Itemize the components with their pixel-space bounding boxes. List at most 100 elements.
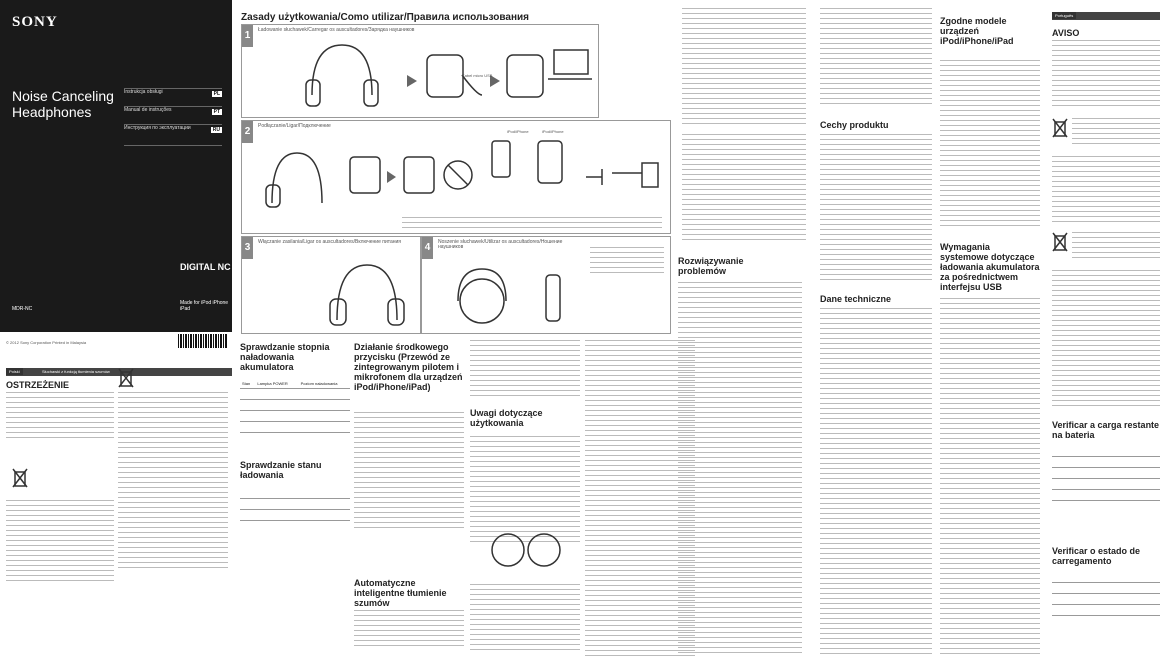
folded-headphones-icon <box>491 533 561 567</box>
arrow-icon <box>407 75 417 87</box>
headphones-icon <box>336 264 398 321</box>
table-row <box>1052 582 1160 594</box>
step-number: 1 <box>242 25 253 47</box>
warning-title: OSTRZEŻENIE <box>6 380 70 390</box>
portuguese-header: Português <box>1052 12 1160 20</box>
language-row-ru: Инструкция по эксплуатации RU <box>124 124 222 146</box>
troubleshoot-text <box>678 282 802 654</box>
features-title: Cechy produktu <box>820 120 889 130</box>
notes-column-top <box>682 8 806 128</box>
specs-text <box>820 308 932 654</box>
table-row <box>1052 446 1160 457</box>
power-status-table <box>240 488 350 521</box>
language-row-pl: Instrukcja obsługi PL <box>124 88 222 103</box>
crossed-bin-icon <box>1052 118 1068 138</box>
verify-state-title: Verificar o estado de carregamento <box>1052 546 1141 566</box>
language-label: Manual de instruções <box>124 107 172 113</box>
table-row <box>240 388 350 400</box>
center-button-title: Działanie środkowego przycisku (Przewód … <box>354 342 463 392</box>
iphone-icon <box>537 140 563 184</box>
language-code: PL <box>211 91 222 97</box>
auto-nc-title: Automatyczne inteligentne tłumienie szum… <box>354 578 447 608</box>
language-code: RU <box>210 127 222 133</box>
table-row <box>1052 572 1160 583</box>
sony-logo: SONY <box>12 14 58 30</box>
notes-text-bottom <box>470 584 580 654</box>
table-row <box>1052 478 1160 490</box>
step-number: 4 <box>422 237 433 259</box>
main-title: Zasady użytkowania/Como utilizar/Правила… <box>241 12 529 23</box>
table-row <box>1052 604 1160 616</box>
usb-label: Kabel micro USB <box>462 73 493 78</box>
step-1-illustration <box>305 44 592 107</box>
headphones-icon <box>311 44 373 96</box>
headphones-side-icon <box>271 152 323 204</box>
table-row <box>1052 467 1160 479</box>
table-row <box>1052 456 1160 468</box>
system-req-title: Wymagania systemowe dotyczące ładowania … <box>940 242 1040 292</box>
step-4-notes <box>590 247 664 275</box>
disposal-text-pt <box>1072 118 1160 148</box>
step-number: 2 <box>242 121 253 143</box>
head-icon <box>459 278 505 324</box>
notes-title: Uwagi dotyczące użytkowania <box>470 408 543 428</box>
language-badge: Polski <box>6 368 23 375</box>
step-title: Ładowanie słuchawek/Carregar os ausculta… <box>258 27 415 33</box>
step-4-panel: 4 Noszenie słuchawek/Utilizar os auscult… <box>421 236 671 334</box>
aviso-text-2 <box>1052 156 1160 226</box>
plug-closeup-icon <box>349 156 381 194</box>
step-title: Podłączanie/Ligar/Подключение <box>258 123 331 129</box>
airplane-adapter-icon <box>586 169 642 185</box>
step-3-panel: 3 Włączanie zasilania/Ligar os auscultad… <box>241 236 421 334</box>
ipod-label: iPod/iPhone <box>507 129 529 134</box>
system-req-text <box>940 298 1040 654</box>
cover-panel: SONY Noise Canceling Headphones Instrukc… <box>0 0 232 332</box>
table-row <box>240 509 350 521</box>
compatible-list <box>940 60 1040 230</box>
step-number: 3 <box>242 237 253 259</box>
center-button-table <box>354 412 464 532</box>
model-number: MDR-NC <box>12 306 33 312</box>
iphone-label: iPod/iPhone <box>542 129 564 134</box>
section-label: Słuchawki z funkcją tłumienia szumów <box>42 369 110 374</box>
table-header: Poziom naładowania <box>298 378 350 389</box>
table-header: Lampka POWER <box>255 378 299 389</box>
usb-port-closeup-icon <box>426 54 464 98</box>
verify-charge-table <box>1052 446 1160 501</box>
step-4-illustration <box>457 268 561 324</box>
made-for-ipod-logo: Made for iPod iPhone iPad <box>180 300 229 312</box>
arrow-icon <box>387 171 396 183</box>
table-header: Stan <box>240 378 256 389</box>
step-title: Włączanie zasilania/Ligar os auscultador… <box>258 239 402 245</box>
step-2-panel: 2 Podłączanie/Ligar/Подключение iPod/iPh… <box>241 120 671 234</box>
language-label: Instrukcja obsługi <box>124 89 163 95</box>
notes-column-mid <box>682 134 806 244</box>
warning-text-2 <box>118 392 228 572</box>
language-row-pt: Manual de instruções PT <box>124 106 222 121</box>
notes-column-2 <box>585 340 695 656</box>
copyright: © 2012 Sony Corporation Printed in Malay… <box>6 340 87 345</box>
table-row <box>240 399 350 411</box>
step-3-illustration <box>329 264 405 326</box>
verify-state-table <box>1052 572 1160 616</box>
table-row <box>240 488 350 499</box>
disposal-text-pt-2 <box>1072 232 1160 262</box>
language-badge: Português <box>1052 12 1077 19</box>
spec-column-top <box>820 8 932 108</box>
aviso-title: AVISO <box>1052 28 1080 38</box>
language-label: Инструкция по эксплуатации <box>124 125 191 131</box>
table-row <box>1052 593 1160 605</box>
table-row <box>240 410 350 422</box>
language-code: PT <box>211 109 222 115</box>
charge-status-title: Sprawdzanie stopnia naładowania akumulat… <box>240 342 330 372</box>
polish-section-header: Polski Słuchawki z funkcją tłumienia szu… <box>6 368 232 376</box>
ipod-icon <box>491 140 511 178</box>
crossed-bin-icon <box>118 368 134 388</box>
specs-title: Dane techniczne <box>820 294 892 304</box>
table-row <box>240 498 350 510</box>
power-status-title: Sprawdzanie stanu ładowania <box>240 460 322 480</box>
step-2-illustration <box>265 140 659 208</box>
table-row <box>1052 489 1160 501</box>
arrow-icon <box>490 75 500 87</box>
